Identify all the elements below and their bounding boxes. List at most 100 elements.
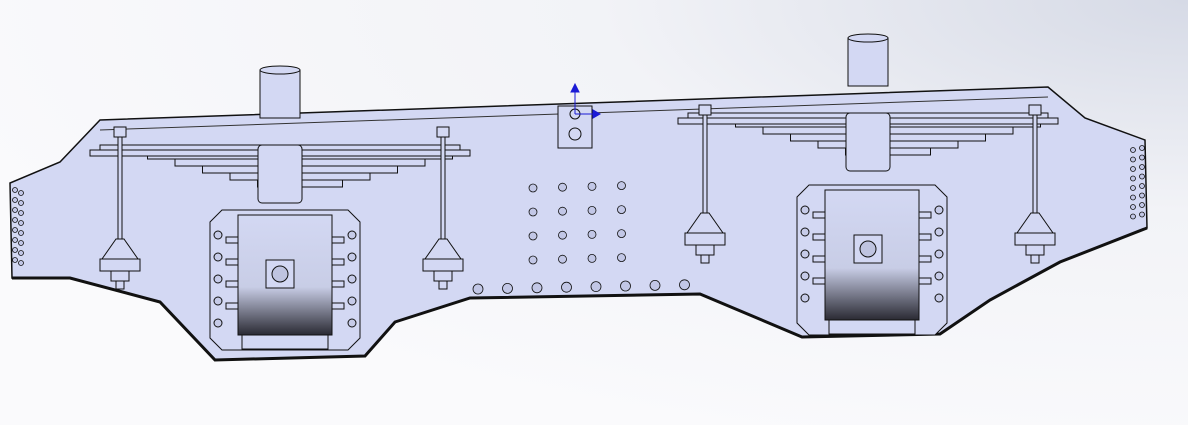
bracket-bolt bbox=[347, 230, 357, 240]
bracket-bolt bbox=[347, 252, 357, 262]
rivet bbox=[528, 255, 538, 265]
bracket-bolt bbox=[347, 274, 357, 284]
rivet bbox=[1139, 154, 1145, 161]
hanger-rod bbox=[702, 114, 708, 219]
bracket-bolt bbox=[934, 271, 944, 281]
u-bolt-tab bbox=[812, 211, 826, 219]
rivet bbox=[1130, 156, 1136, 163]
rivet bbox=[587, 253, 597, 263]
origin-triad-icon bbox=[570, 82, 602, 119]
rivet bbox=[12, 247, 18, 253]
bracket-bolt bbox=[934, 227, 944, 237]
hanger-plate bbox=[99, 258, 141, 272]
hanger-bolt-end bbox=[438, 280, 448, 290]
rivet bbox=[1139, 145, 1145, 151]
hanger-nut-bottom bbox=[110, 270, 130, 282]
axle-seat-base bbox=[828, 319, 916, 335]
hanger-nut-bottom bbox=[695, 244, 715, 256]
rivet bbox=[587, 229, 597, 239]
leaf-spring-suspension-unit[interactable] bbox=[677, 33, 1059, 336]
rivet bbox=[18, 220, 24, 226]
rivet bbox=[12, 207, 18, 213]
bracket-bolt bbox=[800, 205, 810, 215]
hanger-rod bbox=[440, 136, 446, 245]
u-bolt-tab bbox=[812, 255, 826, 263]
axle-post bbox=[259, 69, 301, 119]
rivet bbox=[649, 279, 661, 291]
u-bolt-tab bbox=[918, 211, 932, 219]
rivet bbox=[472, 283, 484, 295]
rivet bbox=[12, 237, 18, 243]
rivet bbox=[617, 181, 626, 191]
u-bolt-tab bbox=[331, 258, 345, 266]
bracket-bolt bbox=[213, 230, 223, 240]
axle-hub bbox=[265, 259, 295, 289]
spring-clamp bbox=[845, 112, 891, 172]
rivet bbox=[561, 281, 572, 293]
hanger-bolt-end bbox=[700, 254, 710, 264]
tab-hole-lower bbox=[568, 127, 582, 141]
rivet bbox=[558, 254, 567, 264]
rivet bbox=[18, 230, 24, 236]
bracket-bolt bbox=[213, 296, 223, 306]
leaf-spring-suspension-unit[interactable] bbox=[89, 65, 471, 351]
bracket-bolt bbox=[213, 252, 223, 262]
hanger-plate bbox=[422, 258, 464, 272]
u-bolt-tab bbox=[225, 258, 239, 266]
spring-clamp bbox=[257, 144, 303, 204]
u-bolt-tab bbox=[918, 277, 932, 285]
rivet bbox=[1139, 202, 1145, 208]
axle-hub-center bbox=[859, 240, 877, 258]
rivet bbox=[18, 250, 24, 256]
rivet bbox=[587, 181, 597, 191]
rivet bbox=[12, 187, 18, 193]
u-bolt-tab bbox=[225, 302, 239, 310]
bracket-bolt bbox=[347, 318, 357, 328]
axle-post bbox=[847, 37, 889, 87]
rivet bbox=[558, 206, 567, 216]
rivet bbox=[587, 205, 597, 215]
rivet bbox=[1130, 166, 1136, 172]
axle-seat-base bbox=[241, 334, 329, 350]
rivet bbox=[1139, 173, 1145, 180]
u-bolt-tab bbox=[331, 236, 345, 244]
rivet bbox=[1139, 192, 1145, 199]
rivet bbox=[528, 207, 538, 217]
axle-post-top bbox=[259, 65, 301, 75]
hanger-nut-top bbox=[113, 126, 127, 138]
rivet bbox=[18, 240, 24, 246]
rivet bbox=[679, 279, 690, 291]
hanger-nut-top bbox=[1028, 104, 1042, 116]
rivet bbox=[1130, 147, 1136, 153]
hanger-nut-top bbox=[436, 126, 450, 138]
rivet bbox=[528, 183, 538, 193]
rivet bbox=[1130, 175, 1136, 182]
hanger-nut-top bbox=[698, 104, 712, 116]
rivet bbox=[1139, 183, 1145, 189]
bracket-bolt bbox=[800, 293, 810, 303]
plate-bottom-edge bbox=[12, 226, 1148, 362]
hanger-rod bbox=[117, 136, 123, 245]
rivet bbox=[18, 200, 24, 206]
rivet bbox=[18, 210, 24, 216]
axle-hub-center bbox=[271, 265, 289, 283]
rivet bbox=[620, 280, 631, 292]
hanger-bolt-end bbox=[1030, 254, 1040, 264]
rivet bbox=[502, 282, 513, 294]
rivet bbox=[1139, 211, 1145, 218]
rivet bbox=[18, 260, 24, 266]
rivet bbox=[1130, 185, 1136, 191]
u-bolt-tab bbox=[812, 277, 826, 285]
bracket-bolt bbox=[800, 271, 810, 281]
rivet bbox=[617, 205, 626, 215]
rivet bbox=[12, 257, 18, 263]
u-bolt-tab bbox=[225, 236, 239, 244]
u-bolt-tab bbox=[918, 233, 932, 241]
rivet bbox=[1130, 204, 1136, 210]
hanger-nut-bottom bbox=[433, 270, 453, 282]
u-bolt-tab bbox=[918, 255, 932, 263]
bracket-bolt bbox=[934, 293, 944, 303]
bracket-bolt bbox=[800, 227, 810, 237]
